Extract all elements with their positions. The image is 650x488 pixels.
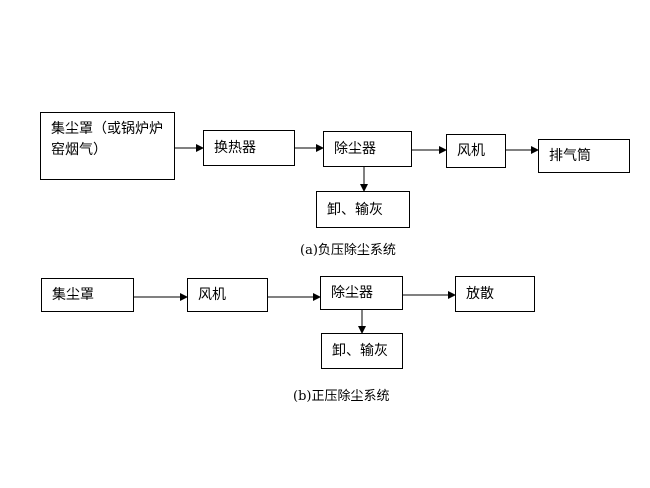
node-b-dust-collector-label: 除尘器 <box>331 285 373 301</box>
node-a-chimney: 排气筒 <box>538 139 630 173</box>
node-b-ash-discharge: 卸、输灰 <box>321 333 403 369</box>
node-b-dust-collector: 除尘器 <box>320 276 403 310</box>
node-a-chimney-label: 排气筒 <box>549 148 591 164</box>
node-a-dust-hood: 集尘罩（或锅炉炉窑烟气） <box>40 112 175 180</box>
node-a-ash-discharge: 卸、输灰 <box>316 191 410 228</box>
node-a-fan: 风机 <box>446 134 506 168</box>
node-b-release: 放散 <box>455 276 535 312</box>
node-a-dust-hood-label: 集尘罩（或锅炉炉窑烟气） <box>51 121 163 158</box>
node-b-dust-hood-label: 集尘罩 <box>52 287 94 303</box>
caption-b: (b)正压除尘系统 <box>293 389 390 404</box>
node-a-heat-exchanger: 换热器 <box>203 130 295 166</box>
node-a-dust-collector-label: 除尘器 <box>334 141 376 157</box>
node-b-ash-discharge-label: 卸、输灰 <box>332 343 388 359</box>
caption-a: (a)负压除尘系统 <box>300 243 396 258</box>
node-a-fan-label: 风机 <box>457 143 485 159</box>
node-b-dust-hood: 集尘罩 <box>41 278 134 312</box>
node-a-ash-discharge-label: 卸、输灰 <box>327 201 383 218</box>
node-b-fan-label: 风机 <box>198 287 226 303</box>
node-a-heat-exchanger-label: 换热器 <box>214 140 256 156</box>
node-a-dust-collector: 除尘器 <box>323 131 412 167</box>
node-b-release-label: 放散 <box>466 286 494 302</box>
node-b-fan: 风机 <box>187 278 268 312</box>
